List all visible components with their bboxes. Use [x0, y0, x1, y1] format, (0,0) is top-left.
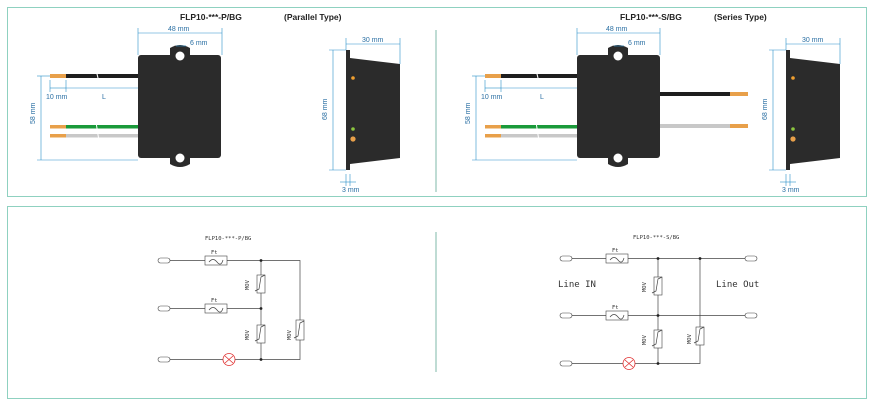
height-dim: 58 mm [465, 102, 472, 124]
terminal-in-n [559, 312, 573, 319]
height-dim: 58 mm [30, 102, 37, 124]
terminal [790, 136, 796, 142]
surge-protector-body [577, 55, 660, 158]
hole-dim: 6 mm [628, 40, 646, 47]
series-schematic: FLP10-***-S/BG Line IN Line Out Ft Ft MO… [558, 235, 759, 370]
parallel-type-drawing: FLP10-***-P/BG (Parallel Type) 48 mm 6 m… [30, 12, 401, 194]
terminal [350, 136, 356, 142]
parallel-schematic: FLP10-***-P/BG Ft Ft MOV MOV MOV [157, 236, 305, 366]
black-out-wire [660, 92, 730, 96]
mov-label: MOV [687, 333, 693, 344]
fuse-label: Ft [612, 305, 619, 311]
wire-tip [50, 74, 66, 78]
mounting-hole [175, 51, 185, 61]
wire-tip [485, 134, 501, 138]
flange-dim: 3 mm [342, 187, 360, 194]
fuse-label: Ft [211, 298, 218, 304]
line-in-label: Line IN [558, 280, 596, 290]
wire-tip [50, 125, 66, 129]
mov-label: MOV [287, 329, 293, 340]
width-dim: 48 mm [168, 26, 190, 33]
led-green [351, 127, 355, 131]
grey-out-wire [660, 124, 730, 128]
wire-tip [50, 134, 66, 138]
terminal-n [157, 305, 171, 312]
grey-wire [66, 134, 138, 138]
wire-length-dim: L [540, 94, 544, 101]
mov-label: MOV [642, 334, 648, 345]
led-orange [791, 76, 795, 80]
wire-tip [485, 74, 501, 78]
terminal-in-l [559, 255, 573, 262]
black-wire [66, 74, 138, 78]
terminal-l [157, 257, 171, 264]
series-type-drawing: FLP10-***-S/BG (Series Type) 48 mm 6 mm … [465, 12, 841, 194]
terminal-out-l [744, 255, 758, 262]
depth-dim: 30 mm [362, 37, 384, 44]
side-body [350, 58, 400, 164]
green-wire [501, 125, 577, 129]
mounting-hole [175, 153, 185, 163]
side-flange [786, 50, 790, 170]
fuse-label: Ft [612, 248, 619, 254]
terminal-in-pe [559, 360, 573, 367]
series-schematic-title: FLP10-***-S/BG [633, 235, 679, 241]
parallel-model-title: FLP10-***-P/BG [180, 12, 242, 22]
led-orange [351, 76, 355, 80]
side-height-dim: 68 mm [322, 98, 329, 120]
line-out-label: Line Out [716, 280, 759, 290]
mov-label: MOV [245, 279, 251, 290]
mounting-hole [613, 51, 623, 61]
wire-tip [485, 125, 501, 129]
side-height-dim: 68 mm [762, 98, 769, 120]
schematic-panel [7, 206, 867, 399]
series-model-title: FLP10-***-S/BG [620, 12, 682, 22]
strip-dim: 10 mm [481, 94, 503, 101]
series-type-label: (Series Type) [714, 12, 767, 22]
mov-label: MOV [642, 281, 648, 292]
terminal-pe [157, 356, 171, 363]
green-wire [66, 125, 138, 129]
parallel-type-label: (Parallel Type) [284, 12, 342, 22]
side-body [790, 58, 840, 164]
mov [295, 319, 305, 341]
mounting-hole [613, 153, 623, 163]
depth-dim: 30 mm [802, 37, 824, 44]
grey-wire [501, 134, 577, 138]
wire-length-dim: L [102, 94, 106, 101]
width-dim: 48 mm [606, 26, 628, 33]
strip-dim: 10 mm [46, 94, 68, 101]
terminal-out-n [744, 312, 758, 319]
black-wire [501, 74, 577, 78]
flange-dim: 3 mm [782, 187, 800, 194]
mov-label: MOV [245, 329, 251, 340]
side-flange [346, 50, 350, 170]
parallel-schematic-title: FLP10-***-P/BG [205, 236, 251, 242]
hole-dim: 6 mm [190, 40, 208, 47]
fuse-label: Ft [211, 250, 218, 256]
surge-protector-body [138, 55, 221, 158]
wire-tip [730, 92, 748, 96]
wire-tip [730, 124, 748, 128]
mov [695, 326, 705, 346]
led-green [791, 127, 795, 131]
